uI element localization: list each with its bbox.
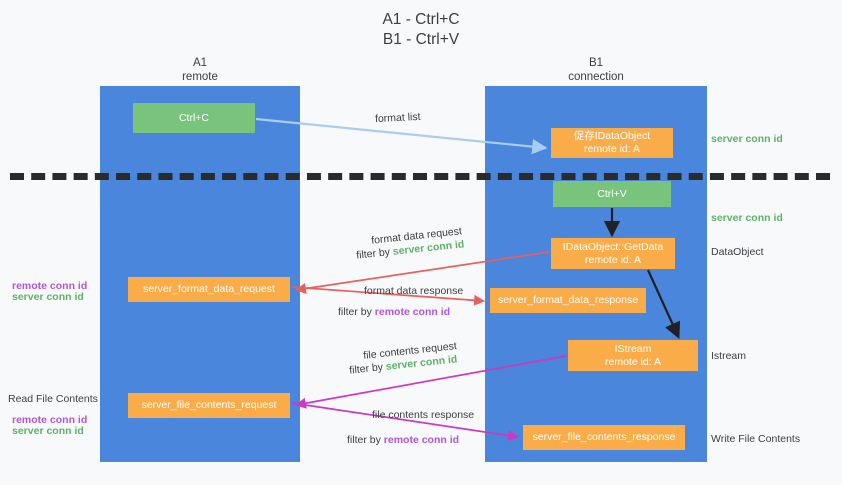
box-get-data-line2: remote id: A [584, 253, 642, 266]
lane-header-b1-sub: connection [568, 71, 624, 83]
label-format-data-response-filter-prefix: filter by [338, 306, 375, 318]
box-data-object[interactable]: 促存IDataObject remote id: A [551, 128, 673, 158]
label-format-data-response-filter: filter by remote conn id [338, 305, 450, 319]
annotation-write-file-contents: Write File Contents [711, 433, 801, 445]
arrow-file-contents-request [294, 355, 567, 409]
annotation-server-conn-id-mid: server conn id [711, 212, 783, 224]
annotation-remote-conn-id-2: remote conn id [12, 414, 88, 426]
box-data-object-line2: remote id: A [583, 143, 641, 155]
arrow-format-list [255, 117, 548, 155]
lane-header-a1-sub: remote [182, 71, 218, 83]
box-server-file-contents-response[interactable]: server_file_contents_response [523, 425, 685, 450]
box-ctrl-c[interactable]: Ctrl+C [133, 103, 255, 133]
arrow-format-data-request [294, 251, 550, 294]
lane-header-b1: B1 connection [485, 56, 707, 84]
label-format-data-request-filter-prefix: filter by [355, 245, 394, 262]
annotation-istream: Istream [711, 350, 747, 362]
annotation-server-conn-id-2: server conn id [12, 425, 84, 437]
label-file-contents-response-filter-prefix: filter by [347, 434, 384, 446]
box-server-file-contents-request[interactable]: server_file_contents_request [128, 393, 290, 418]
box-get-data[interactable]: IDataObject::GetData remote id: A [551, 238, 675, 269]
box-ctrl-v-label: Ctrl+V [597, 187, 627, 200]
annotation-server-conn-id-1: server conn id [12, 291, 84, 303]
label-file-contents-response-filter-key: remote conn id [383, 434, 460, 446]
box-istream[interactable]: IStream remote id: A [568, 340, 698, 371]
box-server-format-data-response[interactable]: server_format_data_response [490, 288, 646, 313]
box-server-format-data-response-label: server_format_data_response [497, 294, 639, 306]
arrow-file-contents-response [291, 402, 520, 441]
page-title: A1 - Ctrl+C B1 - Ctrl+V [382, 11, 460, 48]
box-server-format-data-request[interactable]: server_format_data_request [128, 277, 290, 302]
label-file-contents-response: file contents response [372, 409, 475, 421]
label-file-contents-response-filter: filter by remote conn id [347, 433, 459, 447]
annotation-data-object: DataObject [711, 246, 764, 258]
annotation-server-conn-id-top: server conn id [711, 133, 783, 145]
phase-divider [10, 173, 830, 180]
annotation-remote-conn-id-1: remote conn id [12, 280, 88, 292]
lane-header-a1-name: A1 [192, 57, 208, 69]
box-ctrl-c-label: Ctrl+C [178, 111, 210, 124]
box-ctrl-v[interactable]: Ctrl+V [553, 181, 671, 207]
label-format-data-response: format data response [364, 285, 464, 297]
arrow-getdata-to-istream [646, 269, 681, 340]
box-server-file-contents-response-label: server_file_contents_response [532, 431, 676, 443]
lane-header-b1-name: B1 [588, 57, 604, 69]
box-istream-line2: remote id: A [604, 355, 662, 368]
box-data-object-line1: 促存IDataObject [573, 130, 651, 142]
label-format-data-response-filter-key: remote conn id [374, 306, 451, 318]
box-server-format-data-request-label: server_format_data_request [143, 283, 275, 295]
box-server-file-contents-request-label: server_file_contents_request [141, 399, 277, 411]
lane-header-a1: A1 remote [100, 56, 300, 84]
label-format-list: format list [374, 110, 421, 126]
annotation-read-file-contents: Read File Contents [8, 393, 98, 405]
arrow-format-data-response [291, 286, 486, 306]
label-file-contents-request-filter-prefix: filter by [348, 360, 387, 377]
box-istream-line1: IStream [614, 342, 652, 355]
box-get-data-line1: IDataObject::GetData [562, 240, 664, 253]
